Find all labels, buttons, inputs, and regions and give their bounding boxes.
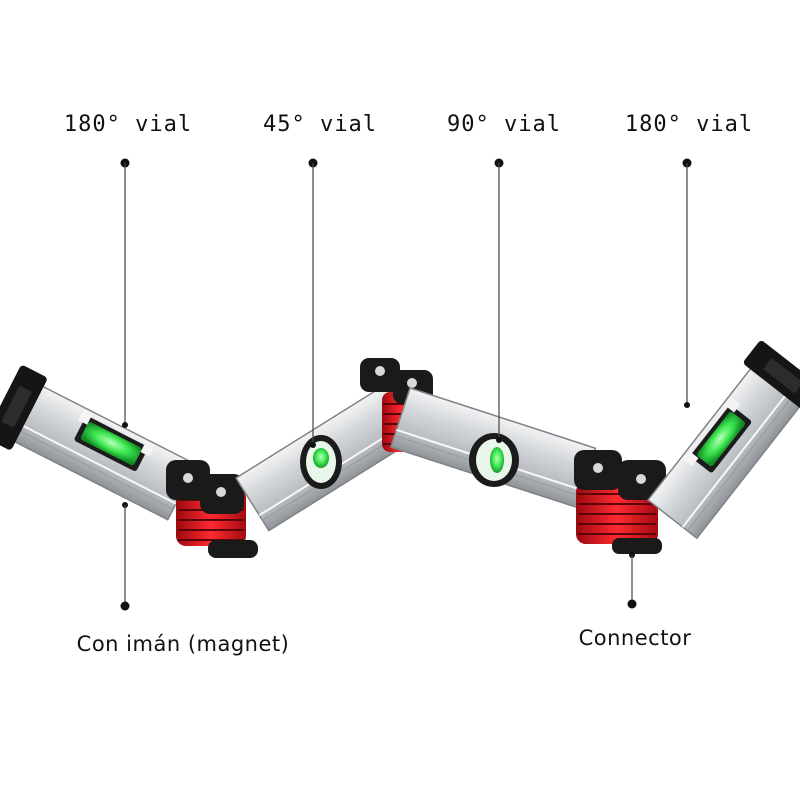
callout-dot [627, 599, 637, 609]
label-connector: Connector [579, 626, 692, 650]
label-vial-3: 90° vial [447, 112, 561, 137]
callout-dot [496, 437, 502, 443]
callout-magnet: Con imán (magnet) [77, 502, 290, 656]
callout-vial-1: 180° vial [64, 112, 192, 428]
callout-dot [122, 422, 128, 428]
horizontal-vial-4 [682, 397, 752, 473]
end-cap-left [0, 365, 47, 450]
callout-dot [684, 402, 690, 408]
level-segment-1 [0, 365, 197, 521]
hinge-1 [166, 460, 258, 558]
callout-dot [310, 442, 316, 448]
label-magnet: Con imán (magnet) [77, 632, 290, 656]
label-vial-2: 45° vial [263, 112, 377, 137]
round-vial-90 [469, 433, 519, 487]
label-vial-4: 180° vial [625, 112, 753, 137]
hinge-3-connector [574, 450, 666, 554]
callout-vial-3: 90° vial [447, 112, 561, 443]
callout-dot [120, 601, 130, 611]
label-vial-1: 180° vial [64, 112, 192, 137]
level-segment-4 [646, 341, 800, 540]
round-vial-45 [300, 435, 342, 489]
callout-connector: Connector [579, 552, 692, 650]
callout-vial-2: 45° vial [263, 112, 377, 448]
horizontal-vial-1 [74, 409, 155, 472]
end-cap-right [743, 341, 800, 412]
callout-vial-4: 180° vial [625, 112, 753, 408]
